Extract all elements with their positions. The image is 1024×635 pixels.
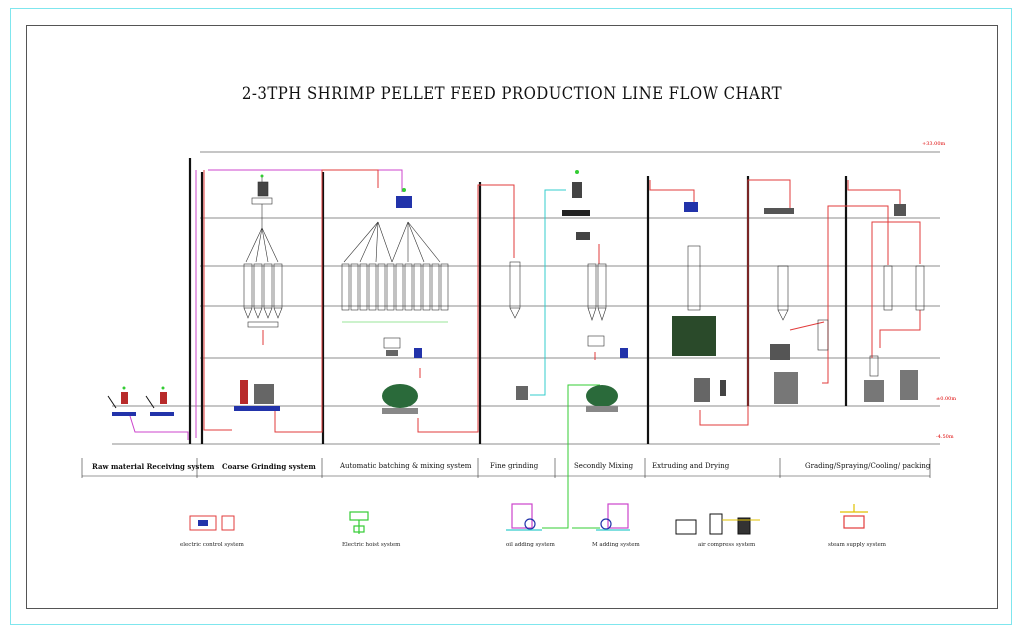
fine-grinding-equipment [509,261,528,400]
grading-equipment [764,204,925,404]
aux-electric-hoist-icon [349,511,369,534]
aux-oil-adding-icon [506,503,542,531]
level-top: +33.00m [922,141,946,147]
aux-air-compress-icon [675,513,760,535]
drawing-border [26,25,998,609]
section-coarse-grinding: Coarse Grinding system [222,462,316,471]
aux-steam-supply-icon [840,504,868,529]
aux-electric-control-icon [189,515,235,531]
coarse-grinding-equipment [234,174,283,411]
aux-label-m-adding: M adding system [592,542,640,548]
outer-frame [10,8,1012,625]
section-batching: Automatic batching & mixing system [340,462,472,470]
receiving-equipment [107,386,174,416]
red-conveyor [203,169,921,433]
level-pit: -4.50m [936,434,954,440]
level-ground: ±0.00m [936,396,957,402]
aux-label-air-compress: air compress system [698,542,756,548]
section-extruding: Extruding and Drying [652,462,730,470]
aux-label-oil-adding: oil adding system [506,542,555,548]
section-grading: Grading/Spraying/Cooling/ packing [805,462,931,470]
aux-label-electric-hoist: Electric hoist system [342,542,401,548]
floor-lines [112,151,940,445]
chart-title: 2-3TPH SHRIMP PELLET FEED PRODUCTION LIN… [241,84,783,104]
section-raw-material: Raw material Receiving system [92,462,215,471]
section-fine-grinding: Fine grinding [490,462,539,470]
magenta-conveyor [129,169,403,440]
aux-label-electric-control: electric control system [180,542,244,548]
cyan-conveyor [530,189,566,396]
section-divider [81,458,931,478]
secondly-mixing-equipment [562,170,628,412]
section-secondly-mixing: Secondly Mixing [574,462,634,470]
extruding-equipment [672,202,726,402]
batching-bins [341,188,449,414]
oil-lines [542,384,600,529]
aux-m-adding-icon [596,503,630,531]
aux-label-steam-supply: steam supply system [828,542,886,548]
